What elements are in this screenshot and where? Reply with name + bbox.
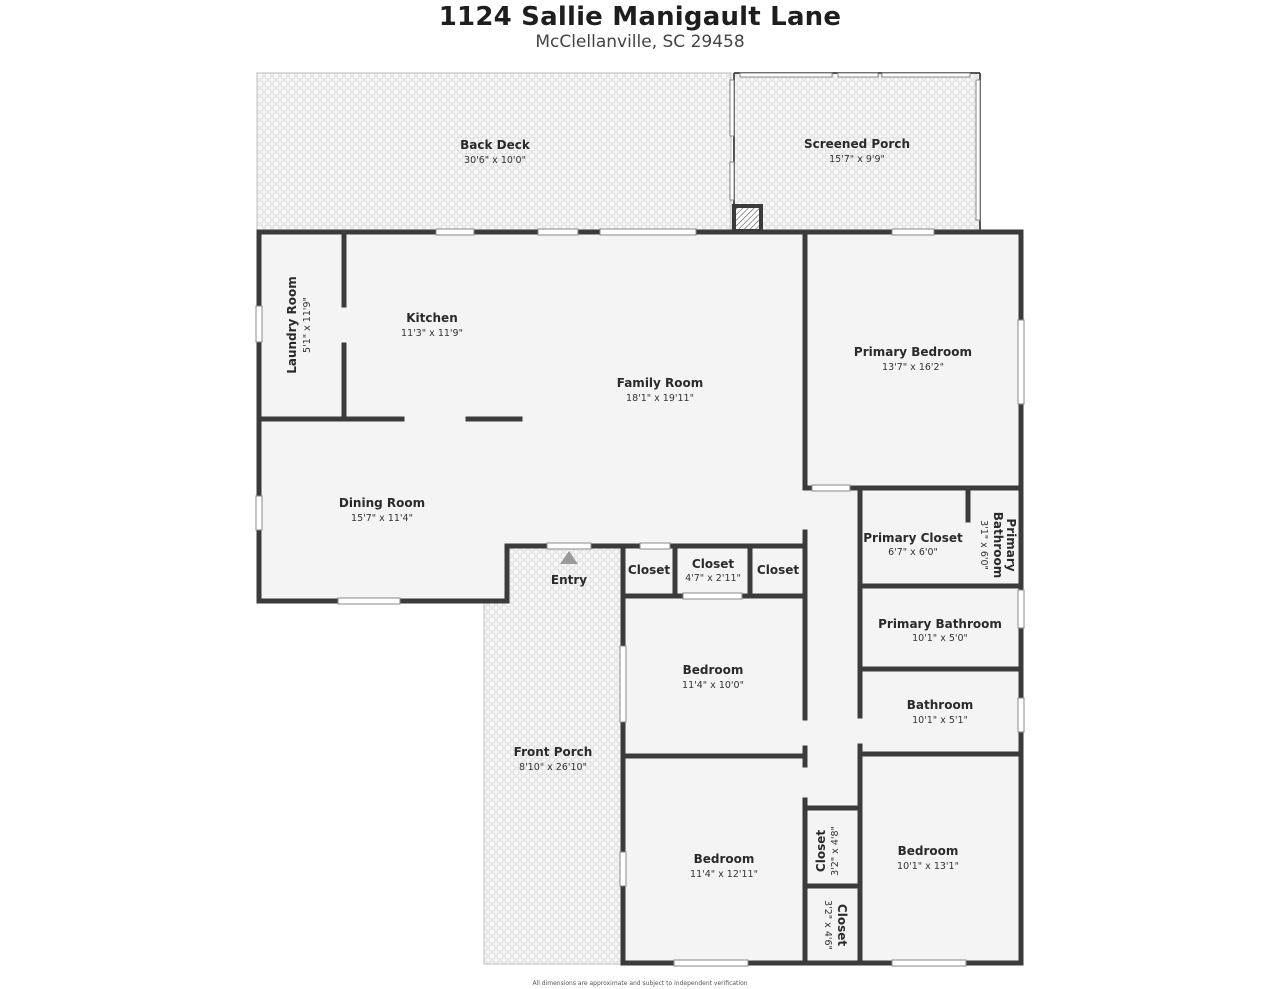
- room-primary-bathroom: Primary Bathroom 10'1" x 5'0": [878, 617, 1002, 644]
- room-family: Family Room 18'1" x 19'11": [617, 376, 704, 404]
- room-name-line1: Primary: [1004, 518, 1018, 571]
- room-dining: Dining Room 15'7" x 11'4": [339, 496, 425, 524]
- room-closet-b: Closet 4'7" x 2'11": [685, 557, 741, 584]
- room-name: Kitchen: [406, 311, 458, 325]
- disclaimer: All dimensions are approximate and subje…: [532, 980, 748, 987]
- room-primary-closet: Primary Closet 6'7" x 6'0": [863, 531, 963, 558]
- room-dims: 11'4" x 10'0": [682, 680, 744, 691]
- room-bathroom: Bathroom 10'1" x 5'1": [907, 698, 973, 726]
- room-dims: 15'7" x 9'9": [829, 154, 885, 165]
- room-closet-e: Closet 3'2" x 4'6": [822, 900, 849, 950]
- address-subtitle: McClellanville, SC 29458: [535, 32, 745, 52]
- room-dims: 5'1" x 11'9": [302, 297, 313, 353]
- room-name: Bedroom: [683, 663, 744, 677]
- room-front-porch: Front Porch 8'10" x 26'10": [514, 745, 593, 773]
- address-title: 1124 Sallie Manigault Lane: [438, 2, 842, 32]
- room-dims: 10'1" x 5'1": [912, 715, 968, 726]
- room-bedroom-c: Bedroom 10'1" x 13'1": [897, 844, 959, 872]
- room-name: Bathroom: [907, 698, 973, 712]
- chimney: [732, 204, 763, 233]
- room-name: Primary Bedroom: [854, 345, 972, 359]
- room-name: Entry: [551, 573, 587, 587]
- room-name: Bedroom: [694, 852, 755, 866]
- room-name: Back Deck: [460, 138, 531, 152]
- room-name: Primary Bathroom: [878, 617, 1002, 631]
- room-dims: 13'7" x 16'2": [882, 362, 944, 373]
- room-bedroom-b: Bedroom 11'4" x 12'11": [690, 852, 758, 880]
- room-name: Screened Porch: [804, 137, 910, 151]
- room-closet-d: Closet 3'2" x 4'8": [814, 826, 841, 876]
- room-dims: 3'2" x 4'8": [830, 826, 841, 876]
- room-dims: 8'10" x 26'10": [519, 762, 587, 773]
- room-closet-a: Closet: [628, 563, 670, 577]
- room-dims: 15'7" x 11'4": [351, 513, 413, 524]
- room-laundry: Laundry Room 5'1" x 11'9": [285, 276, 313, 374]
- room-closet-c: Closet: [757, 563, 799, 577]
- room-dims: 11'3" x 11'9": [401, 328, 463, 339]
- room-dims: 18'1" x 19'11": [626, 393, 694, 404]
- room-dims: 10'1" x 13'1": [897, 861, 959, 872]
- screened-porch-frame: [729, 72, 981, 231]
- room-dims: 30'6" x 10'0": [464, 155, 526, 166]
- room-name: Primary Closet: [863, 531, 963, 545]
- room-entry: Entry: [551, 573, 587, 587]
- room-name: Family Room: [617, 376, 704, 390]
- screened-porch-floor: [733, 72, 981, 232]
- plan-header: 1124 Sallie Manigault Lane McClellanvill…: [0, 2, 1280, 52]
- room-primary-bedroom: Primary Bedroom 13'7" x 16'2": [854, 345, 972, 373]
- room-name: Bedroom: [898, 844, 959, 858]
- room-dims: 3'2" x 4'6": [822, 900, 833, 950]
- room-primary-bathroom-small: Primary Bathroom 3'1" x 6'0": [978, 512, 1018, 578]
- room-name: Laundry Room: [285, 276, 299, 374]
- room-dims: 3'1" x 6'0": [978, 520, 989, 570]
- room-name: Closet: [835, 904, 849, 946]
- room-name-line2: Bathroom: [991, 512, 1005, 578]
- room-name: Closet: [814, 830, 828, 872]
- room-dims: 10'1" x 5'0": [912, 633, 968, 644]
- room-bedroom-a: Bedroom 11'4" x 10'0": [682, 663, 744, 691]
- windows: [255, 228, 1025, 967]
- room-dims: 6'7" x 6'0": [888, 547, 938, 558]
- entry-arrow-icon: [560, 551, 578, 564]
- room-name: Closet: [692, 557, 734, 571]
- room-name: Dining Room: [339, 496, 425, 510]
- room-dims: 11'4" x 12'11": [690, 869, 758, 880]
- room-name: Front Porch: [514, 745, 593, 759]
- room-kitchen: Kitchen 11'3" x 11'9": [401, 311, 463, 339]
- room-back-deck: Back Deck 30'6" x 10'0": [460, 138, 531, 166]
- room-screened-porch: Screened Porch 15'7" x 9'9": [804, 137, 910, 165]
- front-porch-floor: [483, 545, 623, 965]
- room-name: Closet: [757, 563, 799, 577]
- room-name: Closet: [628, 563, 670, 577]
- room-dims: 4'7" x 2'11": [685, 573, 741, 584]
- back-deck-floor: [256, 72, 732, 232]
